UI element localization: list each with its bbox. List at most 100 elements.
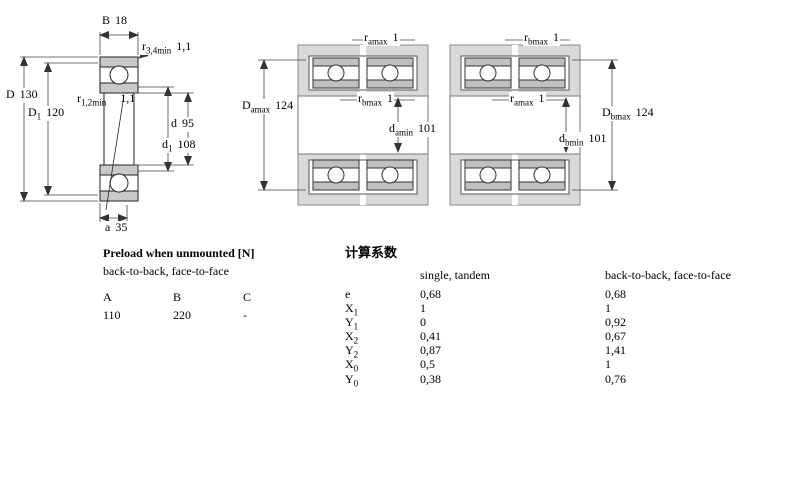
dim-value: 101 — [588, 131, 607, 145]
preload-title: Preload when unmounted [N] — [103, 246, 255, 260]
dim-value: 124 — [275, 98, 294, 112]
factor-value-paired: 0,68 — [605, 287, 626, 301]
dim-value: 1 — [392, 30, 399, 44]
dim-subscript: 1 — [36, 111, 42, 122]
dim-symbol: r — [358, 91, 362, 105]
factors-col-header-single: single, tandem — [420, 268, 490, 282]
preload-value-a: 110 — [103, 308, 121, 322]
factor-symbol-base: Y — [345, 343, 354, 357]
dim-label-d: d 95 — [170, 116, 195, 133]
factor-value-paired: 0,76 — [605, 372, 626, 386]
factor-symbol-base: X — [345, 357, 354, 371]
dim-subscript: 1 — [168, 143, 173, 154]
dim-label-B: B 18 — [101, 13, 129, 30]
factor-value-single: 1 — [420, 301, 426, 315]
dim-subscript: bmax — [610, 111, 631, 122]
dim-symbol: d — [389, 121, 395, 135]
factor-value-paired: 0,92 — [605, 315, 626, 329]
factor-value-single: 0,87 — [420, 343, 441, 357]
factor-symbol-subscript: 2 — [353, 335, 359, 346]
dim-symbol: r — [77, 91, 81, 105]
dim-subscript: 3,4min — [146, 45, 172, 56]
factor-symbol-subscript: 0 — [353, 363, 359, 374]
factor-value-single: 0,5 — [420, 357, 435, 371]
dim-value: 18 — [115, 13, 128, 27]
factor-symbol-base: e — [345, 287, 351, 301]
dim-label-damin: damin 101 — [388, 121, 437, 138]
preload-header-a: A — [103, 290, 112, 304]
factor-value-single: 0,68 — [420, 287, 441, 301]
dim-subscript: bmax — [528, 36, 548, 47]
preload-header-c: C — [243, 290, 252, 304]
dim-symbol: D — [602, 105, 611, 119]
dim-value: 120 — [46, 105, 65, 119]
factor-symbol-subscript: 1 — [353, 307, 359, 318]
dim-value: 1,1 — [120, 91, 136, 105]
dim-label-r34min: r3,4min 1,1 — [141, 39, 193, 56]
factor-value-paired: 1 — [605, 357, 611, 371]
factor-value-single: 0 — [420, 315, 426, 329]
preload-subtitle: back-to-back, face-to-face — [103, 264, 229, 278]
single-bearing-section-drawing — [99, 56, 139, 211]
dim-symbol: B — [102, 13, 111, 27]
dim-symbol: r — [524, 30, 528, 44]
factor-symbol-base: Y — [345, 372, 354, 386]
dim-symbol: d — [171, 116, 177, 130]
dim-label-Dbmax: Dbmax 124 — [601, 105, 655, 122]
preload-value-b: 220 — [173, 308, 191, 322]
dim-symbol: D — [28, 105, 37, 119]
factor-symbol-x0: X0 — [345, 357, 359, 374]
single-bearing-dimension-lines — [20, 31, 194, 222]
dim-symbol: r — [510, 91, 514, 105]
dim-label-D1: D1 120 — [27, 105, 66, 122]
dim-label-Damax: Damax 124 — [241, 98, 295, 115]
factor-symbol-y2: Y2 — [345, 343, 359, 360]
factor-symbol-subscript: 0 — [353, 378, 359, 389]
dim-label-a: a 35 — [104, 220, 129, 237]
factors-col-header-paired: back-to-back, face-to-face — [605, 268, 731, 282]
duplex-arrangement-2-drawing — [449, 44, 581, 206]
factor-symbol-subscript: 2 — [353, 349, 359, 360]
dim-value: 108 — [177, 137, 196, 151]
dim-symbol: d — [559, 131, 565, 145]
dim-value: 130 — [19, 87, 38, 101]
factor-symbol-base: X — [345, 329, 354, 343]
dim-value: 95 — [182, 116, 194, 130]
dim-subscript: bmin — [565, 137, 584, 148]
factor-symbol-y1: Y1 — [345, 315, 359, 332]
factor-symbol-e: e — [345, 287, 351, 303]
factor-value-paired: 1 — [605, 301, 611, 315]
dim-value: 35 — [115, 220, 128, 234]
dim-subscript: bmax — [362, 97, 382, 108]
dim-subscript: amin — [395, 127, 413, 138]
dim-value: 101 — [418, 121, 436, 135]
factor-symbol-base: X — [345, 301, 354, 315]
dim-label-rbmax-top-2: rbmax 1 — [523, 30, 560, 47]
dim-subscript: amax — [250, 104, 271, 115]
dim-symbol: D — [242, 98, 251, 112]
dim-subscript: 1,2min — [81, 97, 107, 108]
factor-symbol-subscript: 1 — [353, 321, 359, 332]
factor-symbol-x2: X2 — [345, 329, 359, 346]
dim-subscript: amax — [368, 36, 388, 47]
factor-symbol-x1: X1 — [345, 301, 359, 318]
factor-value-single: 0,38 — [420, 372, 441, 386]
dim-symbol: r — [142, 39, 146, 53]
factors-title: 计算系数 — [345, 245, 398, 260]
preload-value-c: - — [243, 308, 247, 322]
dim-value: 124 — [635, 105, 654, 119]
factor-symbol-base: Y — [345, 315, 354, 329]
dim-value: 1 — [538, 91, 545, 105]
dim-symbol: a — [105, 220, 111, 234]
dim-symbol: d — [162, 137, 168, 151]
duplex-arrangement-2-dimension-lines — [492, 39, 618, 191]
factor-value-single: 0,41 — [420, 329, 441, 343]
dim-value: 1,1 — [176, 39, 192, 53]
dim-value: 1 — [553, 30, 559, 44]
factor-value-paired: 0,67 — [605, 329, 626, 343]
